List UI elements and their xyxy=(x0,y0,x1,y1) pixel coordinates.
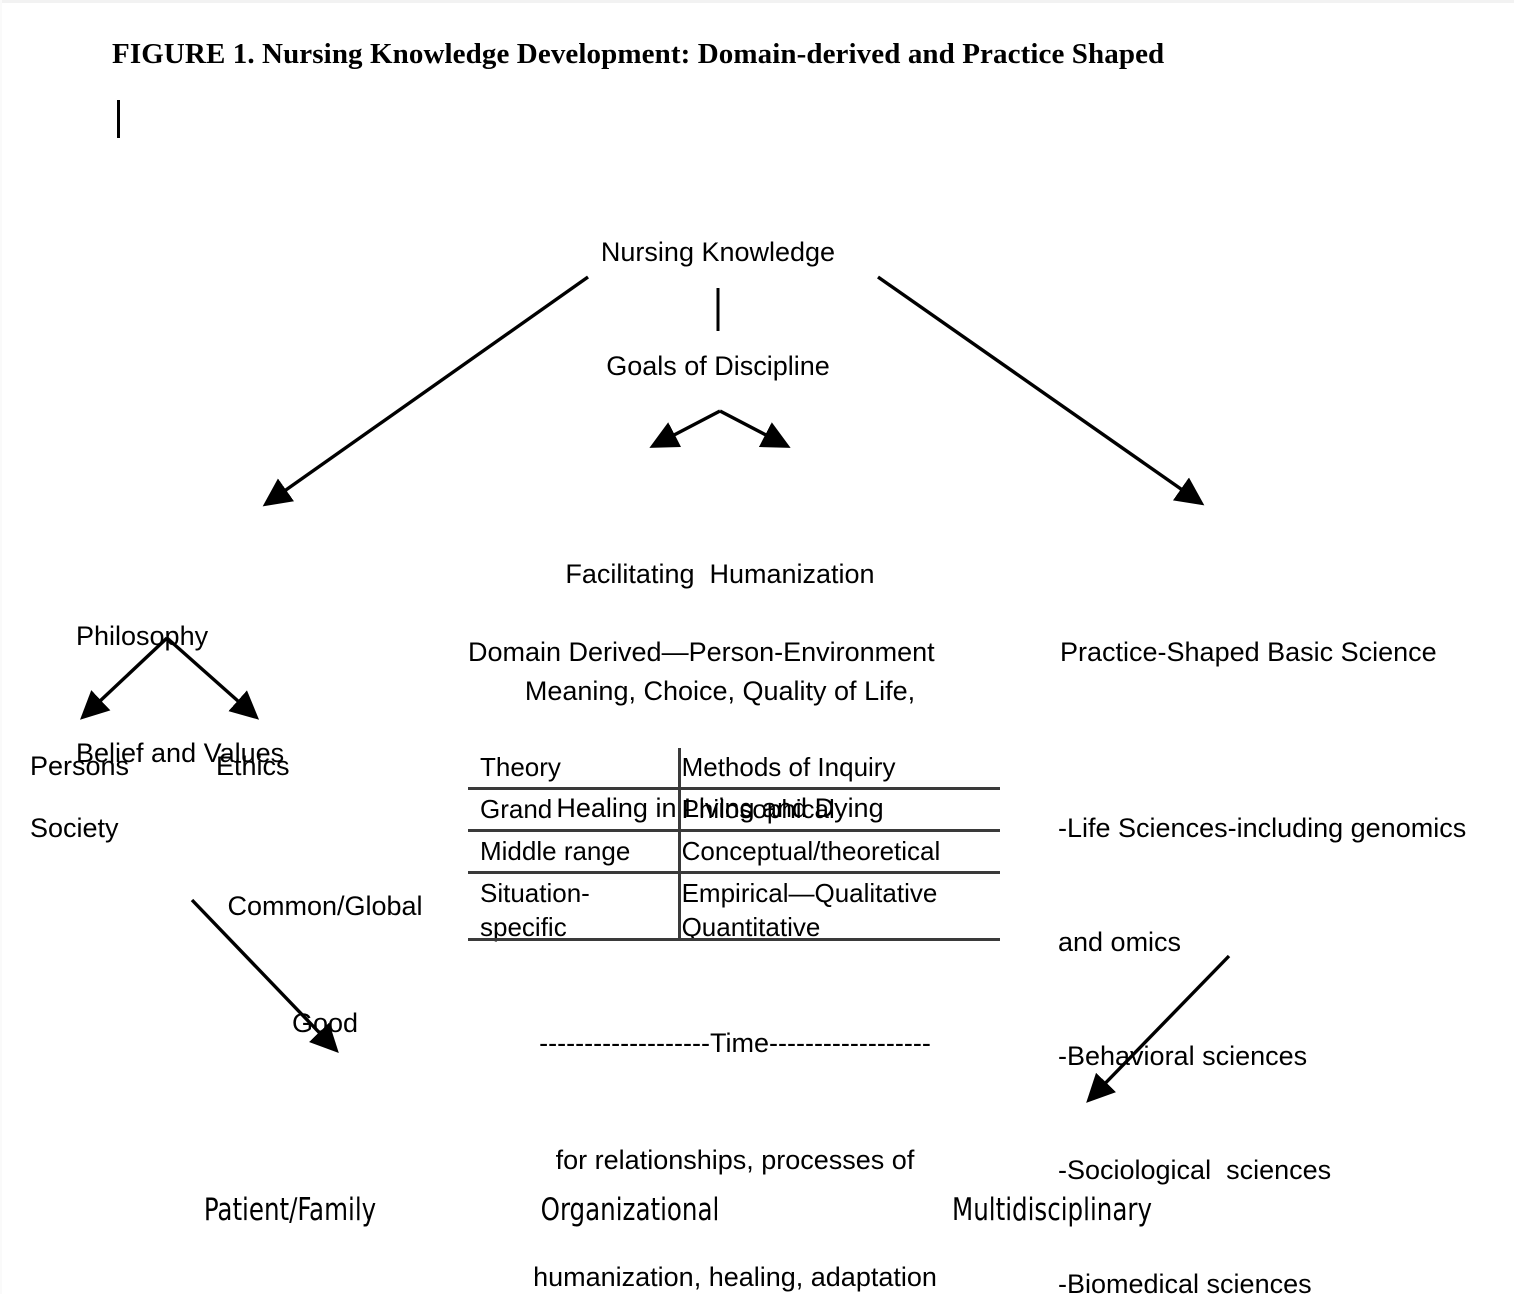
edge-root-to-basic-science xyxy=(877,275,1205,506)
edge-root-to-philosophy xyxy=(262,275,589,507)
time-note-line-1: for relationships, processes of xyxy=(555,1145,915,1175)
philosophy-line-2: Belief and Values xyxy=(76,738,285,768)
node-time-note: -------------------Time-----------------… xyxy=(455,946,1015,1294)
multidisciplinary-line-1: Multidisciplinary xyxy=(952,1192,1152,1228)
cell-method-empirical: Empirical—Qualitative Quantitative xyxy=(666,873,1000,948)
table-row: Grand Philosophical xyxy=(468,788,1000,832)
cell-theory-grand: Grand xyxy=(468,788,666,832)
empirical-line-1: Empirical—Qualitative xyxy=(681,878,938,908)
theory-methods-table: Theory Methods of Inquiry Grand Philosop… xyxy=(468,748,1000,947)
table-column-divider xyxy=(678,748,681,940)
node-goals-of-discipline: Goals of Discipline xyxy=(606,351,830,381)
time-note-line-2: humanization, healing, adaptation xyxy=(533,1262,937,1292)
common-global-good-line-1: Common/Global xyxy=(227,891,423,921)
table-row: Middle range Conceptual/theoretical xyxy=(468,830,1000,874)
time-rule-label: -------------------Time-----------------… xyxy=(539,1028,931,1058)
node-outcome-multidisciplinary-research: Multidisciplinary Research with Humaniza… xyxy=(894,1108,1211,1294)
list-item: -Sociological sciences xyxy=(1058,1155,1332,1185)
situation-specific-line-1: Situation- xyxy=(480,878,590,908)
list-item: -Life Sciences-including genomics xyxy=(1058,813,1467,843)
edge-goals-to-facilitating-right xyxy=(719,409,791,448)
list-item: -Biomedical sciences xyxy=(1058,1269,1312,1294)
philosophy-line-1: Philosophy xyxy=(76,621,209,651)
page-left-edge xyxy=(0,0,2,1294)
node-persons: Persons xyxy=(30,751,130,781)
organizational-line-1: Organizational xyxy=(540,1192,720,1228)
list-item: and omics xyxy=(1058,927,1182,957)
node-society: Society xyxy=(30,813,119,843)
title-tick-mark xyxy=(117,100,120,138)
node-philosophy: Philosophy Belief and Values xyxy=(76,539,406,851)
table-bottom-rule xyxy=(468,938,1000,941)
node-nursing-knowledge: Nursing Knowledge xyxy=(600,237,836,267)
heading-domain-derived: Domain Derived—Person-Environment xyxy=(468,637,935,667)
common-global-good-line-2: Good xyxy=(291,1008,359,1038)
cell-method-philosophical: Philosophical xyxy=(665,788,1000,832)
empirical-line-2: Quantitative xyxy=(681,912,821,942)
list-basic-sciences: -Life Sciences-including genomics and om… xyxy=(1058,733,1466,1294)
node-outcome-organizational-changes: Organizational Changes for Humanizing Pr… xyxy=(476,1108,784,1294)
figure-title: FIGURE 1. Nursing Knowledge Development:… xyxy=(112,38,1165,70)
table-row: Situation- specific Empirical—Qualitativ… xyxy=(468,873,1000,948)
heading-practice-shaped-basic-science: Practice-Shaped Basic Science xyxy=(1060,637,1437,667)
cell-theory-header: Theory xyxy=(468,748,666,790)
cell-methods-header: Methods of Inquiry xyxy=(665,748,1000,790)
facilitating-line-1: Facilitating Humanization xyxy=(565,559,875,589)
node-ethics: Ethics xyxy=(216,751,290,781)
node-outcome-patient-family-humanization: Patient/Family Humanization xyxy=(145,1108,435,1294)
table-row-header: Theory Methods of Inquiry xyxy=(468,748,1000,790)
cell-method-conceptual-theoretical: Conceptual/theoretical xyxy=(665,830,1000,874)
patient-family-line-1: Patient/Family xyxy=(203,1192,377,1228)
facilitating-line-2: Meaning, Choice, Quality of Life, xyxy=(524,676,916,706)
list-item: -Behavioral sciences xyxy=(1058,1041,1308,1071)
edge-goals-to-facilitating-left xyxy=(649,409,721,448)
node-common-global-good: Common/Global Good xyxy=(200,809,450,1121)
page-top-edge xyxy=(0,0,1514,3)
cell-theory-situation-specific: Situation- specific xyxy=(468,873,666,948)
situation-specific-line-2: specific xyxy=(480,912,567,942)
cell-theory-middle-range: Middle range xyxy=(468,830,666,874)
